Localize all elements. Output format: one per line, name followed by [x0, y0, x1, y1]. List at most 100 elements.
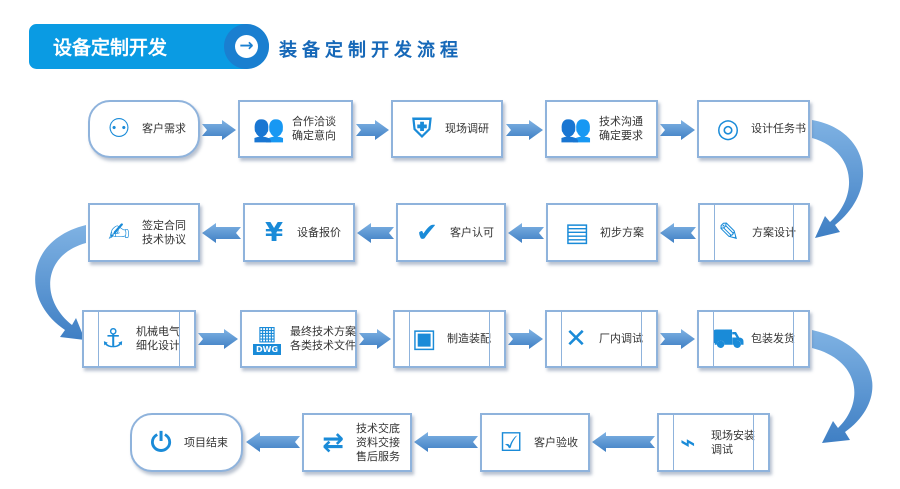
user-icon: ⚇ — [107, 114, 131, 144]
flow-arrow — [357, 223, 394, 243]
contract-sign-icon: ✍ — [108, 217, 130, 248]
flow-step: ⛨ 现场调研 — [391, 100, 503, 158]
flow-step: 👥技术沟通确定要求 — [545, 100, 658, 158]
truck-icon: ⛟ — [711, 324, 745, 354]
step-label-line: 签定合同 — [142, 218, 186, 232]
flow-step: ☑ 客户验收 — [480, 413, 590, 472]
step-label-line: 现场调研 — [445, 122, 489, 135]
header-banner: 设备定制开发 → — [29, 24, 269, 69]
cubes-icon: ▣ — [411, 324, 437, 354]
step-label-line: 确定要求 — [599, 129, 643, 142]
step-label: 初步方案 — [600, 226, 644, 240]
step-label-line: 合作洽谈 — [292, 115, 336, 128]
file-type-badge: DWG — [252, 344, 282, 355]
flow-arrow — [508, 329, 543, 349]
step-label: 设计任务书 — [751, 122, 806, 136]
flow-arrow — [356, 120, 389, 140]
step-label-line: 资料交接 — [356, 435, 400, 449]
checkmark-icon: ✔ — [416, 217, 438, 248]
flow-arrow — [508, 223, 544, 243]
step-label: 客户认可 — [450, 226, 494, 240]
step-label: 机械电气细化设计 — [136, 325, 180, 353]
step-label: 技术沟通确定要求 — [599, 115, 643, 143]
compass-icon: ⚓ — [101, 324, 125, 354]
page-title: 装备定制开发流程 — [279, 40, 463, 61]
flow-step: ✕厂内调试 — [545, 310, 658, 368]
flow-step: ⏻ 项目结束 — [130, 413, 243, 472]
step-label-line: 包装发货 — [751, 332, 795, 345]
flow-arrow — [660, 329, 695, 349]
step-label: 设备报价 — [297, 226, 341, 240]
step-label-line: 制造装配 — [447, 332, 491, 345]
flow-step: ◎ 设计任务书 — [697, 100, 810, 158]
flow-arrow — [202, 223, 241, 243]
banner-title: 设备定制开发 — [53, 37, 168, 59]
step-label-line: 机械电气 — [136, 325, 180, 338]
step-label-line: 现场安装 — [711, 428, 755, 442]
step-label-line: 确定意向 — [292, 129, 336, 142]
flow-arrow — [246, 432, 300, 452]
flow-arrow — [506, 120, 543, 140]
step-label-line: 售后服务 — [356, 449, 400, 463]
calendar-check-icon: ☑ — [499, 427, 523, 458]
target-icon: ◎ — [716, 114, 740, 144]
flow-step: ▤ 初步方案 — [546, 203, 658, 262]
step-label-line: 客户认可 — [450, 225, 494, 239]
flow-arrow — [198, 329, 238, 349]
step-label: 现场安装调试 — [711, 429, 755, 457]
pen-design-icon: ✎ — [718, 217, 740, 248]
step-label-line: 技术协议 — [142, 232, 186, 246]
discussion-icon: 👥 — [559, 114, 593, 144]
step-label: 客户验收 — [534, 436, 578, 450]
step-label-line: 调试 — [711, 442, 733, 456]
step-label: 方案设计 — [752, 226, 796, 240]
user-exchange-icon: ⇄ — [322, 427, 344, 458]
flow-step: ⛟ 包装发货 — [697, 310, 810, 368]
step-label-line: 客户需求 — [142, 122, 186, 135]
step-label-line: 技术交底 — [356, 421, 400, 435]
step-label: 最终技术方案各类技术文件 — [290, 325, 356, 353]
step-label-line: 设备报价 — [297, 225, 341, 239]
flow-step: ✎ 方案设计 — [698, 203, 810, 262]
step-label-line: 客户验收 — [534, 435, 578, 449]
step-label-line: 技术沟通 — [599, 115, 643, 128]
flow-step: ⌁现场安装调试 — [657, 413, 770, 472]
flow-arrow — [359, 329, 391, 349]
flow-step: 👥合作洽谈确定意向 — [238, 100, 353, 158]
step-label: 包装发货 — [751, 332, 795, 346]
step-label-line: 各类技术文件 — [290, 339, 356, 352]
meeting-icon: 👥 — [252, 114, 286, 144]
flow-step: ¥ 设备报价 — [243, 203, 355, 262]
step-label-line: 初步方案 — [600, 225, 644, 239]
step-label-line: 方案设计 — [752, 225, 796, 239]
flow-step: ▣ 制造装配 — [393, 310, 506, 368]
flow-step: ✔ 客户认可 — [396, 203, 506, 262]
flow-arrow — [660, 120, 695, 140]
flow-arrow — [202, 120, 236, 140]
yen-icon: ¥ — [264, 217, 284, 248]
step-label-line: 最终技术方案 — [290, 325, 356, 338]
arrow-right-circle-icon: → — [224, 24, 269, 69]
step-label: 技术交底资料交接售后服务 — [356, 422, 400, 464]
blueprint-icon: ▤ — [564, 217, 590, 248]
step-label-line: 项目结束 — [184, 435, 228, 449]
flow-step: ✍ 签定合同技术协议 — [88, 203, 200, 262]
step-label: 签定合同技术协议 — [142, 219, 186, 247]
helmet-shield-icon: ⛨ — [412, 114, 432, 144]
step-label-line: 细化设计 — [136, 339, 180, 352]
flow-step: ⚇ 客户需求 — [88, 100, 200, 158]
step-label: 厂内调试 — [599, 332, 643, 346]
step-label: 合作洽谈确定意向 — [292, 115, 336, 143]
curved-arrow-left-2 — [35, 225, 86, 340]
power-icon: ⏻ — [150, 427, 172, 458]
flow-arrow — [414, 432, 478, 452]
step-label-line: 设计任务书 — [751, 122, 806, 135]
dwg-file-icon: ▦DWG — [250, 322, 284, 356]
flow-arrow — [660, 223, 696, 243]
step-label: 客户需求 — [142, 122, 186, 136]
flow-arrow — [592, 432, 655, 452]
step-label-line: 厂内调试 — [599, 332, 643, 345]
flow-step: ⇄ 技术交底资料交接售后服务 — [302, 413, 412, 472]
